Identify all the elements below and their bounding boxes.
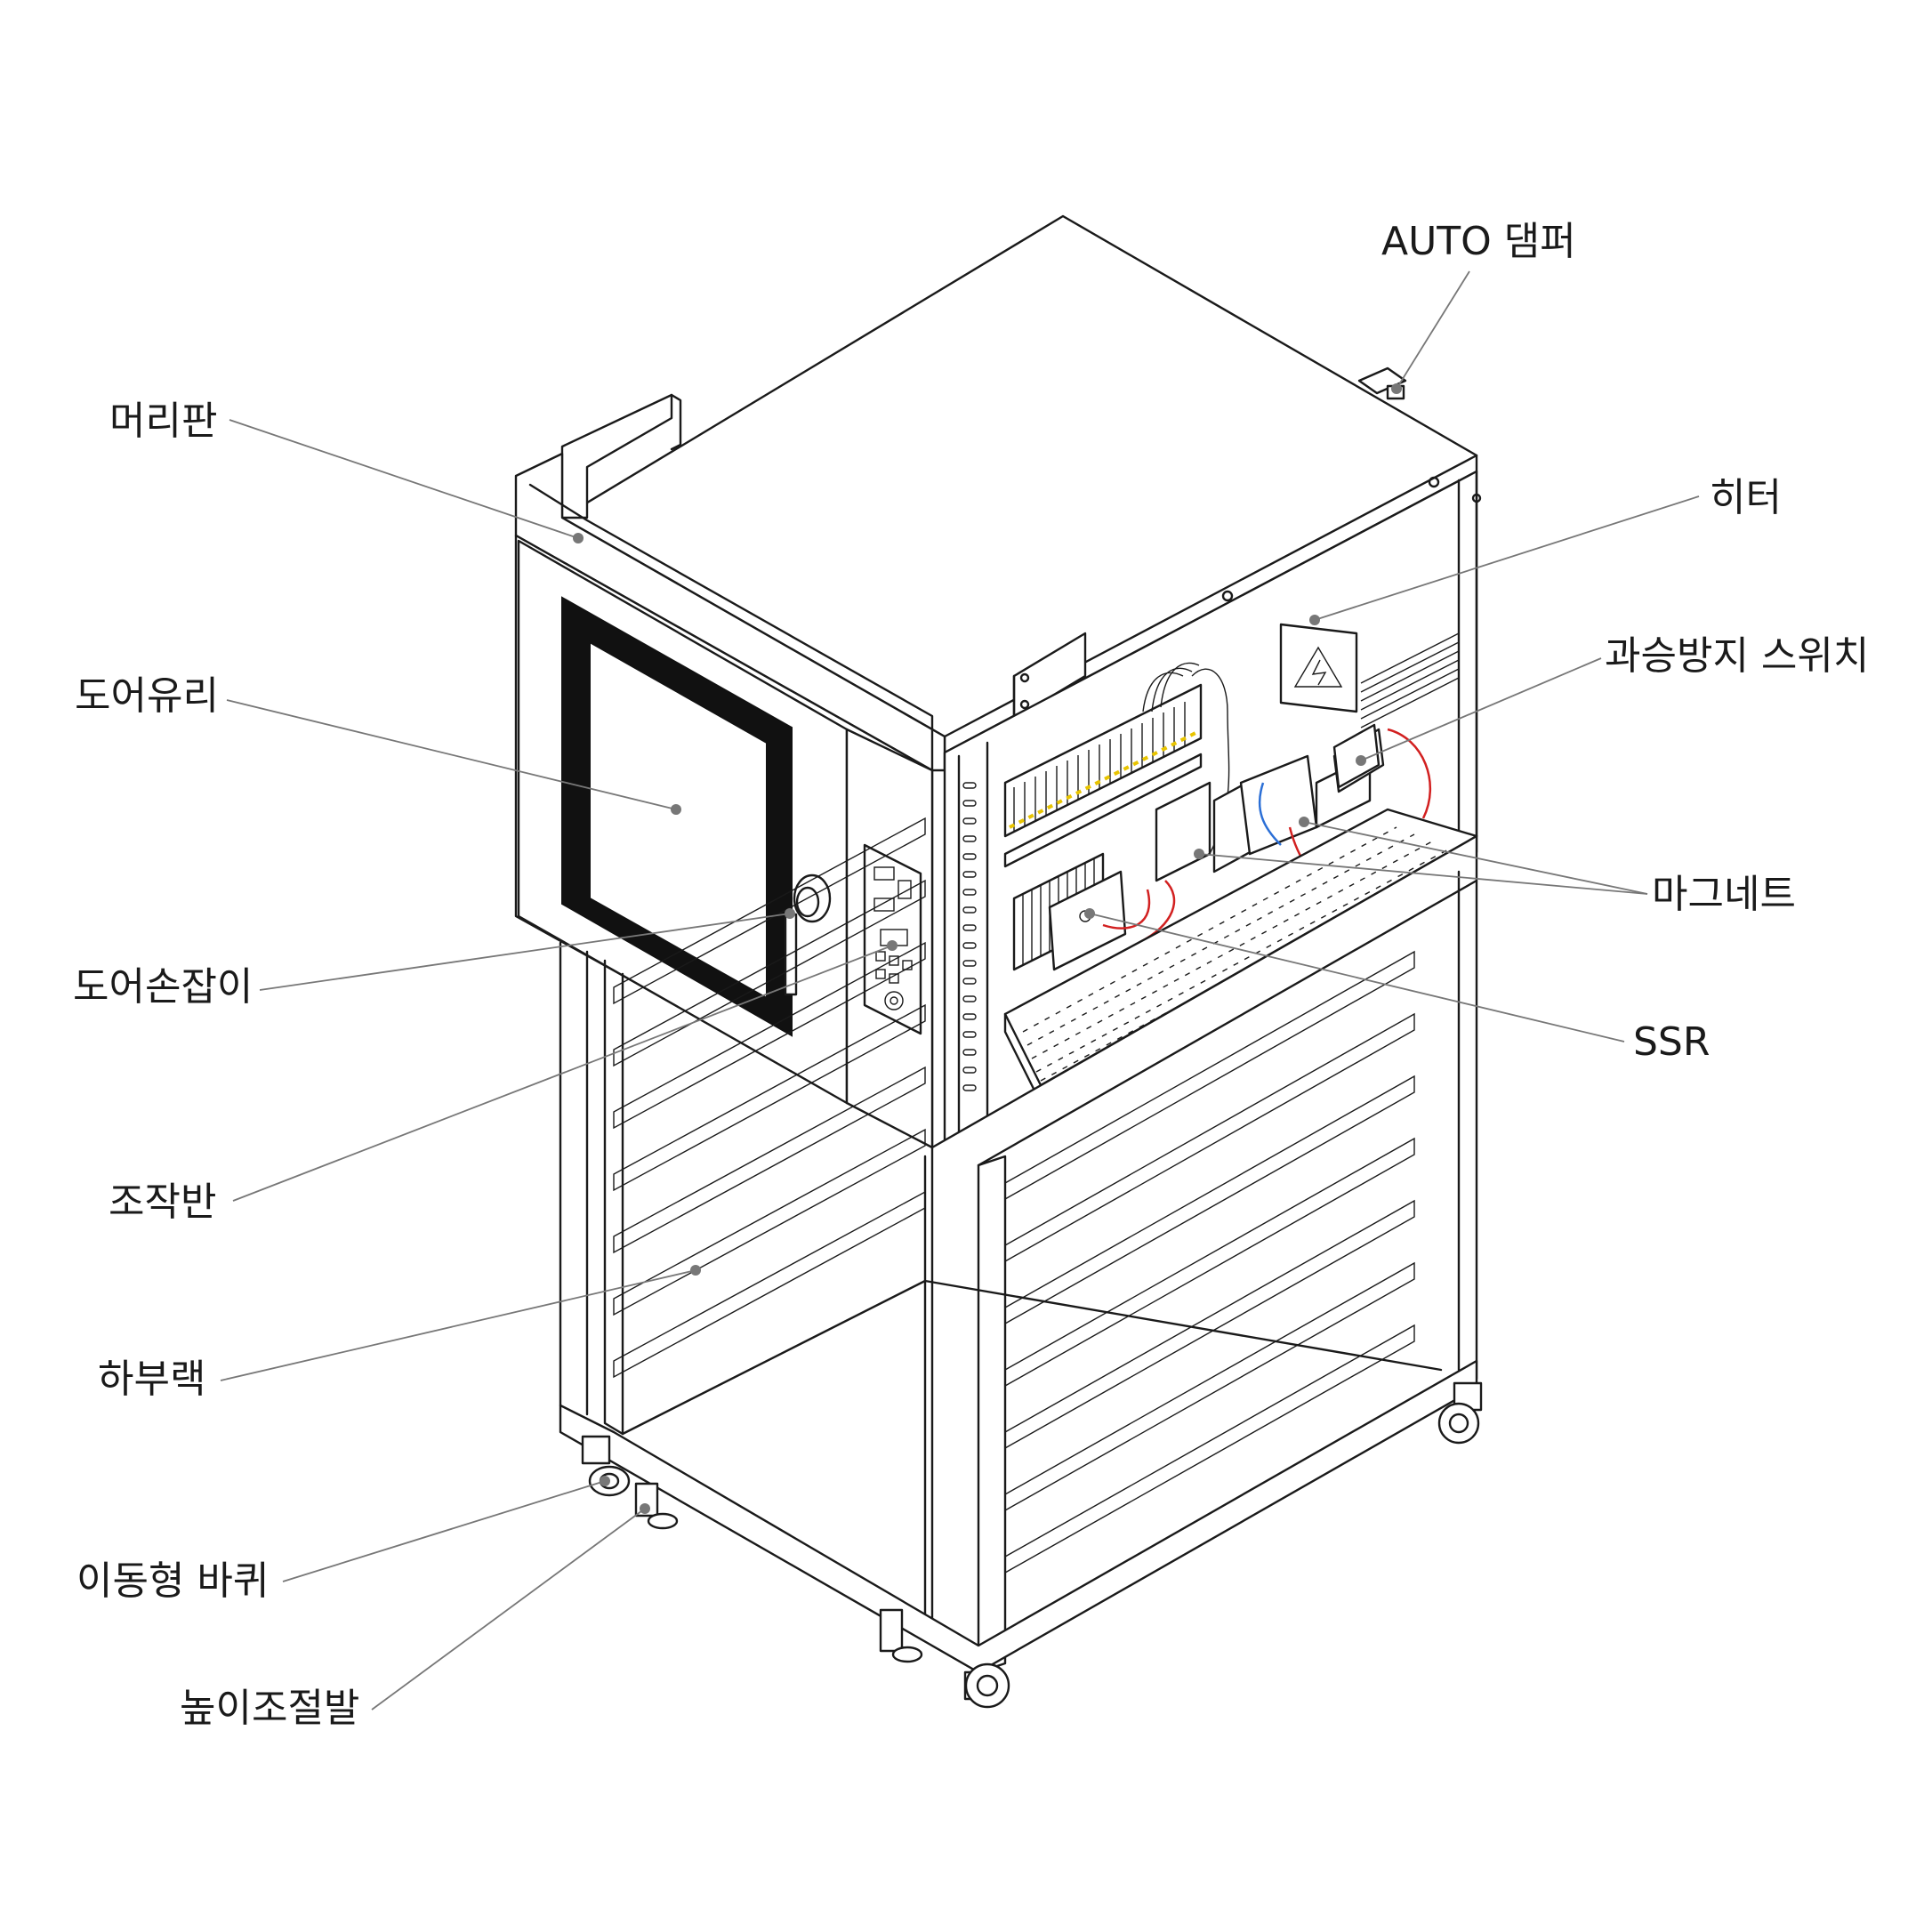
callout-door-handle: 도어손잡이 [73,908,795,1010]
callout-head-panel: 머리판 [109,398,584,543]
door-glass [589,640,768,1000]
callout-heater: 히터 [1309,475,1782,625]
right-vent-slots [1360,632,1460,729]
control-panel-drawing [863,843,922,1035]
callout-door-glass-label: 도어유리 [75,673,219,719]
door-handle-drawing [784,873,832,996]
callout-control-panel: 조작반 [109,940,898,1225]
overheat-switch-drawing [1332,723,1381,789]
callout-lower-rack: 하부랙 [98,1265,701,1402]
callout-leveling-foot: 높이조절발 [180,1503,650,1731]
callout-heater-label: 히터 [1710,475,1782,520]
callout-overheat-switch-label: 과승방지 스위치 [1605,633,1869,679]
leveling-foot-drawing [634,1482,923,1663]
callout-magnet-label: 마그네트 [1652,872,1796,917]
warning-label [1279,623,1358,713]
caster-wheel-drawing [581,1381,1483,1709]
oven-drawing [514,214,1483,1709]
callout-overheat-switch: 과승방지 스위치 [1356,633,1869,766]
stand-bottom-frame [559,1359,1478,1674]
side-louvres [962,782,977,1091]
callout-ssr-label: SSR [1633,1019,1710,1065]
callout-caster-wheel-label: 이동형 바퀴 [76,1558,269,1604]
callout-lower-rack-label: 하부랙 [98,1356,205,1402]
callout-auto-damper-label: AUTO 댐퍼 [1381,219,1576,264]
callout-door-glass: 도어유리 [75,673,681,815]
callout-leveling-foot-label: 높이조절발 [180,1686,359,1731]
callout-ssr: SSR [1084,908,1710,1065]
callout-caster-wheel: 이동형 바퀴 [76,1476,610,1604]
callout-door-handle-label: 도어손잡이 [73,964,253,1010]
callout-magnet: 마그네트 [1194,817,1796,917]
electrical-components [1003,662,1432,971]
callout-auto-damper: AUTO 댐퍼 [1381,219,1576,394]
callout-control-panel-label: 조작반 [109,1179,216,1225]
callout-head-panel-label: 머리판 [109,398,217,444]
right-rack-rails [1004,950,1415,1574]
